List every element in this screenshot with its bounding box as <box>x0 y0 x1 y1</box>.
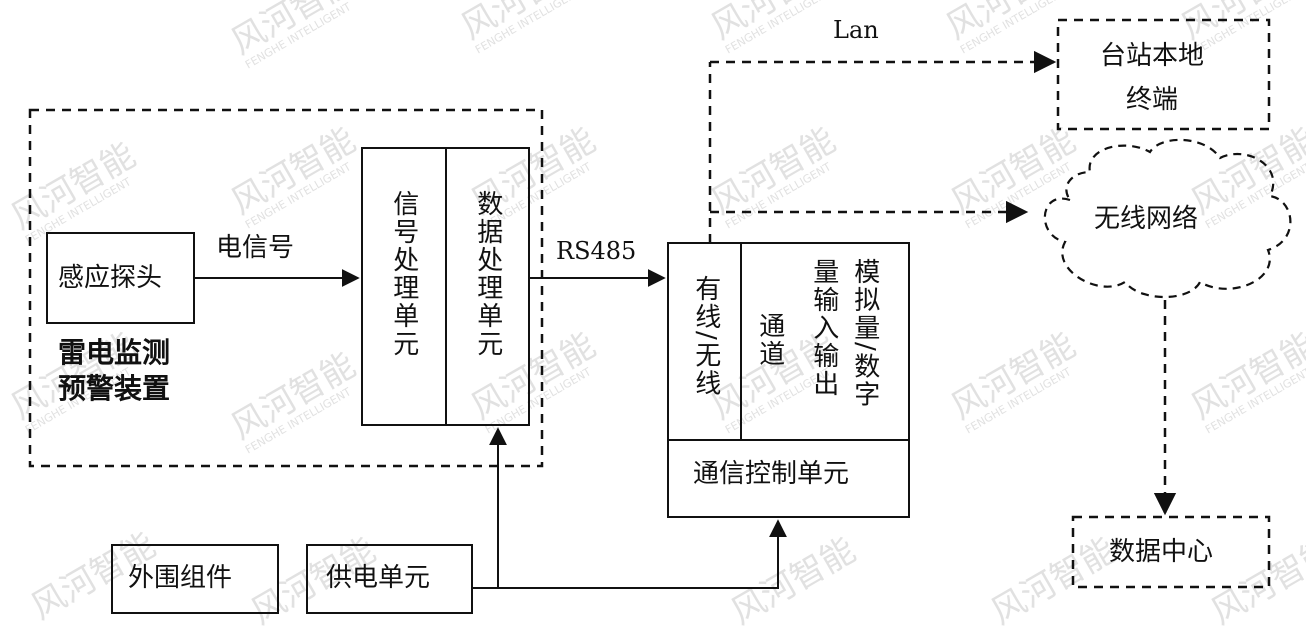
watermark: 风河智能 FENGHE INTELLIGENT <box>705 120 843 231</box>
device-title-line1: 雷电监测 <box>58 336 171 369</box>
watermark: 风河智能 FENGHE INTELLIGENT <box>945 120 1083 231</box>
signal-label: 电信号 <box>216 233 295 263</box>
watermark: 风河智能 FENGHE INTELLIGENT <box>225 120 363 231</box>
watermark: 风河智能 FENGHE INTELLIGENT <box>225 0 363 71</box>
device-title-line2: 预警装置 <box>58 372 171 405</box>
probe-label: 感应探头 <box>58 263 163 293</box>
station-terminal-line2: 终端 <box>1126 85 1179 115</box>
power-unit-label: 供电单元 <box>326 563 431 593</box>
watermark: 风河智能 FENGHE INTELLIGENT <box>705 0 843 56</box>
svg-text:风河智能: 风河智能 <box>725 530 863 626</box>
watermark: 风河智能 FENGHE INTELLIGENT <box>940 0 1078 56</box>
data-unit-label: 数据处理单元 <box>472 190 503 358</box>
rs485-label: RS485 <box>556 237 637 265</box>
station-terminal-line1: 台站本地 <box>1100 41 1205 71</box>
control-unit-label: 通信控制单元 <box>693 459 850 489</box>
peripheral-label: 外围组件 <box>128 563 233 593</box>
watermark: 风河智能 FENGHE INTELLIGENT <box>455 0 593 56</box>
signal-unit-label: 信号处理单元 <box>388 190 419 358</box>
watermark: 风河智能 FENGHE INTELLIGENT <box>945 325 1083 436</box>
wired-wireless-label: 有线/无线 <box>690 275 721 398</box>
watermark: 风河智能 FENGHE INTELLIGENT <box>225 345 363 456</box>
svg-text:风河智能: 风河智能 <box>985 530 1123 626</box>
arrow-power-to-comm <box>472 519 787 589</box>
analog-io-line2: 量输入输出 <box>808 258 839 398</box>
power-box <box>306 544 473 614</box>
comm-block <box>667 242 910 518</box>
watermark: 风河智能 <box>725 530 863 626</box>
watermark: 风河智能 <box>1205 530 1306 626</box>
watermark-layer: 风河智能 FENGHE INTELLIGENT 风河智能 FENGHE INTE… <box>5 0 1306 626</box>
watermark: 风河智能 FENGHE INTELLIGENT <box>1185 120 1306 231</box>
wireless-network-label: 无线网络 <box>1094 204 1199 234</box>
lan-label: Lan <box>833 16 879 44</box>
watermark: 风河智能 FENGHE INTELLIGENT <box>5 135 143 246</box>
watermark: 风河智能 FENGHE INTELLIGENT <box>1185 325 1306 436</box>
data-center-box <box>1071 515 1271 589</box>
svg-text:风河智能: 风河智能 <box>1205 530 1306 626</box>
peripheral-box <box>111 544 279 614</box>
data-center-label: 数据中心 <box>1109 537 1214 567</box>
device-boundary <box>28 108 544 468</box>
watermark: 风河智能 <box>985 530 1123 626</box>
analog-io-line1: 模拟量/数字 <box>849 258 880 409</box>
channel-label: 通道 <box>754 312 785 368</box>
